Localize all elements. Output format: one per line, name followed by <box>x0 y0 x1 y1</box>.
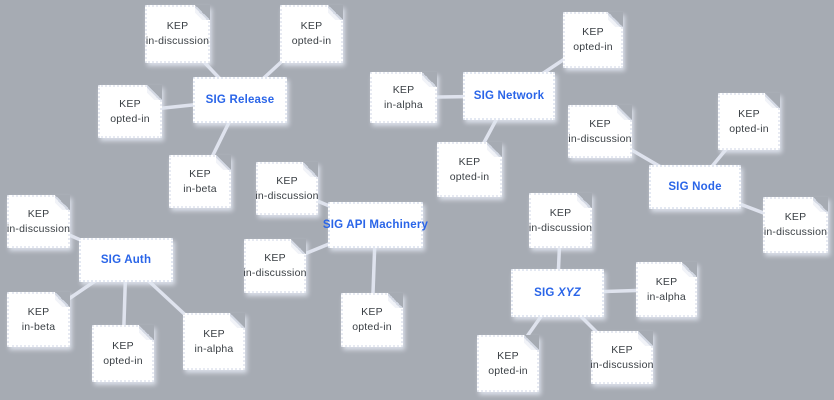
dogear-fold-icon <box>577 193 592 208</box>
dogear-fold-icon <box>55 195 70 210</box>
dogear-fold-icon <box>147 85 162 100</box>
dogear-fold-icon <box>139 325 154 340</box>
sig-label: SIG Network <box>473 90 545 102</box>
dogear-fold-icon <box>608 12 623 27</box>
sig-xyz-node[interactable]: SIG XYZ <box>511 269 604 317</box>
sig-node-node[interactable]: SIG Node <box>649 165 741 209</box>
dogear-fold-icon <box>422 72 437 87</box>
sig-label: SIG Node <box>668 181 722 193</box>
dogear-fold-icon <box>765 93 780 108</box>
sig-label: SIG Auth <box>100 254 152 266</box>
dogear-fold-icon <box>617 105 632 120</box>
sig-release-node[interactable]: SIG Release <box>193 77 287 123</box>
dogear-fold-icon <box>813 197 828 212</box>
sig-auth-node[interactable]: SIG Auth <box>79 238 173 282</box>
dogear-fold-icon <box>328 5 343 20</box>
dogear-fold-icon <box>230 313 245 328</box>
sig-api-machinery-node[interactable]: SIG API Machinery <box>323 202 428 248</box>
sig-label: SIG XYZ <box>534 287 581 299</box>
dogear-fold-icon <box>291 239 306 254</box>
dogear-fold-icon <box>55 292 70 307</box>
dogear-fold-icon <box>388 293 403 308</box>
dogear-fold-icon <box>524 335 539 350</box>
sig-label: SIG API Machinery <box>322 219 429 231</box>
dogear-fold-icon <box>195 5 210 20</box>
dogear-fold-icon <box>303 162 318 177</box>
dogear-fold-icon <box>682 262 697 277</box>
sig-network-node[interactable]: SIG Network <box>463 72 555 120</box>
dogear-fold-icon <box>216 155 231 170</box>
dogear-fold-icon <box>487 142 502 157</box>
sig-label: SIG Release <box>205 94 275 106</box>
dogear-fold-icon <box>638 331 653 346</box>
